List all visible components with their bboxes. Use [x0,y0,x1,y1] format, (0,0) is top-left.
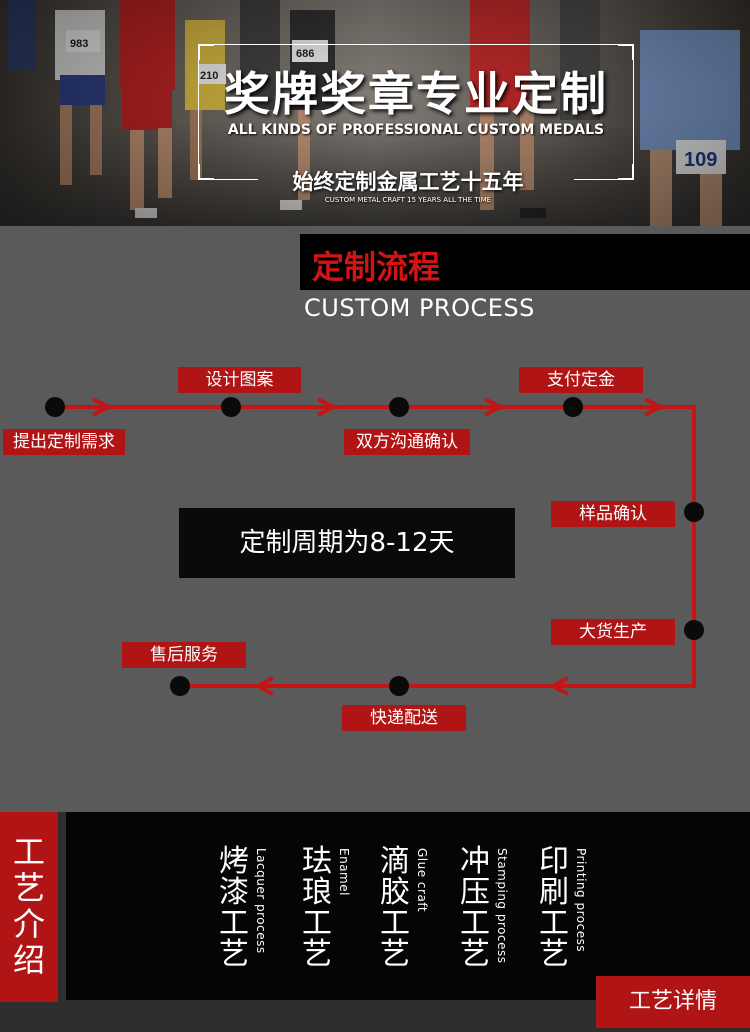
step-after-sales: 售后服务 [122,642,246,668]
flow-node [684,502,704,522]
hero-title: 奖牌奖章专业定制 [224,67,608,121]
frame-line [574,179,634,180]
craft-section: 工艺介绍 烤漆工艺 Lacquer process 珐琅工艺 Enamel 滴胶… [0,812,750,1032]
flow-node [170,676,190,696]
craft-item-cn: 滴胶工艺 [380,844,410,972]
arrow-right-icon [317,397,338,417]
flow-node [563,397,583,417]
production-cycle-box: 定制周期为8-12天 [179,508,515,578]
process-flow-line [45,397,704,696]
step-submit-request: 提出定制需求 [3,429,125,455]
runners-illustration: 983 686 210 109 [8,0,740,226]
craft-item-cn: 印刷工艺 [539,844,569,972]
craft-intro-label-text: 工艺介绍 [12,833,45,979]
step-confirm-communication: 双方沟通确认 [344,429,470,455]
craft-item-cn: 珐琅工艺 [302,844,332,972]
step-express-delivery: 快递配送 [342,705,466,731]
flow-node [684,620,704,640]
frame-line [633,44,634,180]
craft-details-button[interactable]: 工艺详情 [596,976,750,1028]
hero-banner: 983 686 210 109 奖牌奖章专业定制 ALL KINDS OF PR… [0,0,750,226]
step-mass-production: 大货生产 [551,619,675,645]
hero-slogan-en: CUSTOM METAL CRAFT 15 YEARS ALL THE TIME [324,196,492,204]
bib-number: 109 [684,149,717,171]
arrow-left-icon [253,676,274,696]
flow-node [45,397,65,417]
craft-item-en: Enamel [337,848,351,896]
frame-line [198,179,258,180]
step-sample-confirmation: 样品确认 [551,501,675,527]
process-section: 定制流程 CUSTOM PROCESS 提出定制需求 设计图案 双方沟通确认 支… [0,226,750,812]
craft-item-en: Printing process [574,848,588,953]
frame-line [198,44,634,45]
craft-item-cn: 烤漆工艺 [219,844,249,972]
arrow-left-icon [548,676,569,696]
craft-intro-label: 工艺介绍 [0,812,58,1002]
arrow-right-icon [484,397,505,417]
hero-subtitle: ALL KINDS OF PROFESSIONAL CUSTOM MEDALS [227,122,605,138]
hero-vignette [0,0,750,226]
flow-node [389,676,409,696]
bib-number: 210 [200,70,218,82]
craft-item-en: Lacquer process [254,848,268,954]
hero-slogan: 始终定制金属工艺十五年 [292,170,524,194]
craft-item-en: Stamping process [495,848,509,964]
craft-item-cn: 冲压工艺 [460,844,490,972]
bib-number: 686 [296,48,314,60]
flow-node [221,397,241,417]
craft-item-en: Glue craft [415,848,429,913]
process-heading-en: CUSTOM PROCESS [304,294,535,322]
step-design-pattern: 设计图案 [178,367,301,393]
process-heading-bar [300,234,750,290]
arrow-right-icon [644,397,665,417]
frame-line [198,44,199,180]
flow-node [389,397,409,417]
road-background [0,120,750,226]
step-pay-deposit: 支付定金 [519,367,643,393]
arrow-right-icon [92,397,113,417]
craft-panel [66,812,750,1000]
process-heading: 定制流程 [312,248,441,286]
bib-number: 983 [70,38,88,50]
